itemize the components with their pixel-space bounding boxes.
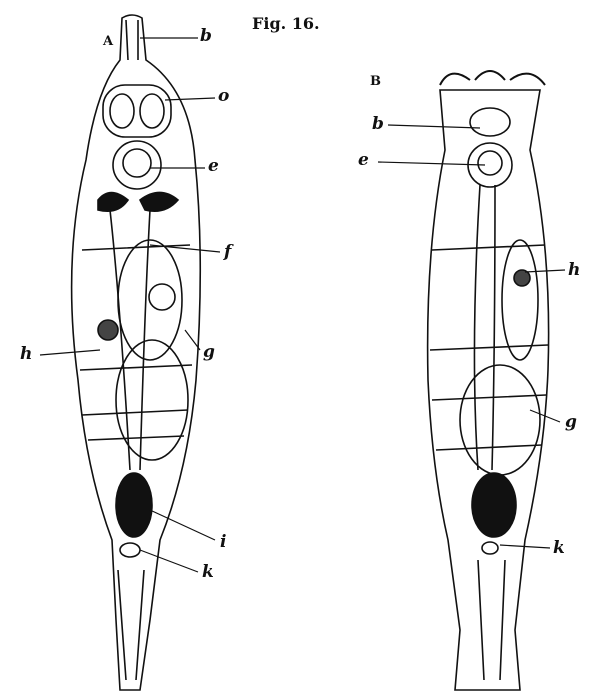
label-a-b: b [200,26,212,46]
figure-title: Fig. 16. [252,14,320,33]
label-a-h: h [20,344,33,364]
specimen-b [426,70,550,691]
label-a-f: f [224,242,232,262]
label-a-g: g [203,342,215,362]
label-b-h: h [568,260,581,280]
panel-b-letter: B [370,74,381,89]
label-b-b: b [372,114,384,134]
label-a-k: k [202,562,214,582]
label-a-e: e [208,156,219,176]
label-a-o: o [218,86,230,106]
label-a-i: i [220,532,227,552]
label-b-e: e [358,150,369,170]
specimen-a [70,14,202,691]
leader-lines [39,37,566,573]
label-b-g: g [565,412,577,432]
panel-a-letter: A [103,34,114,49]
label-b-k: k [553,538,565,558]
